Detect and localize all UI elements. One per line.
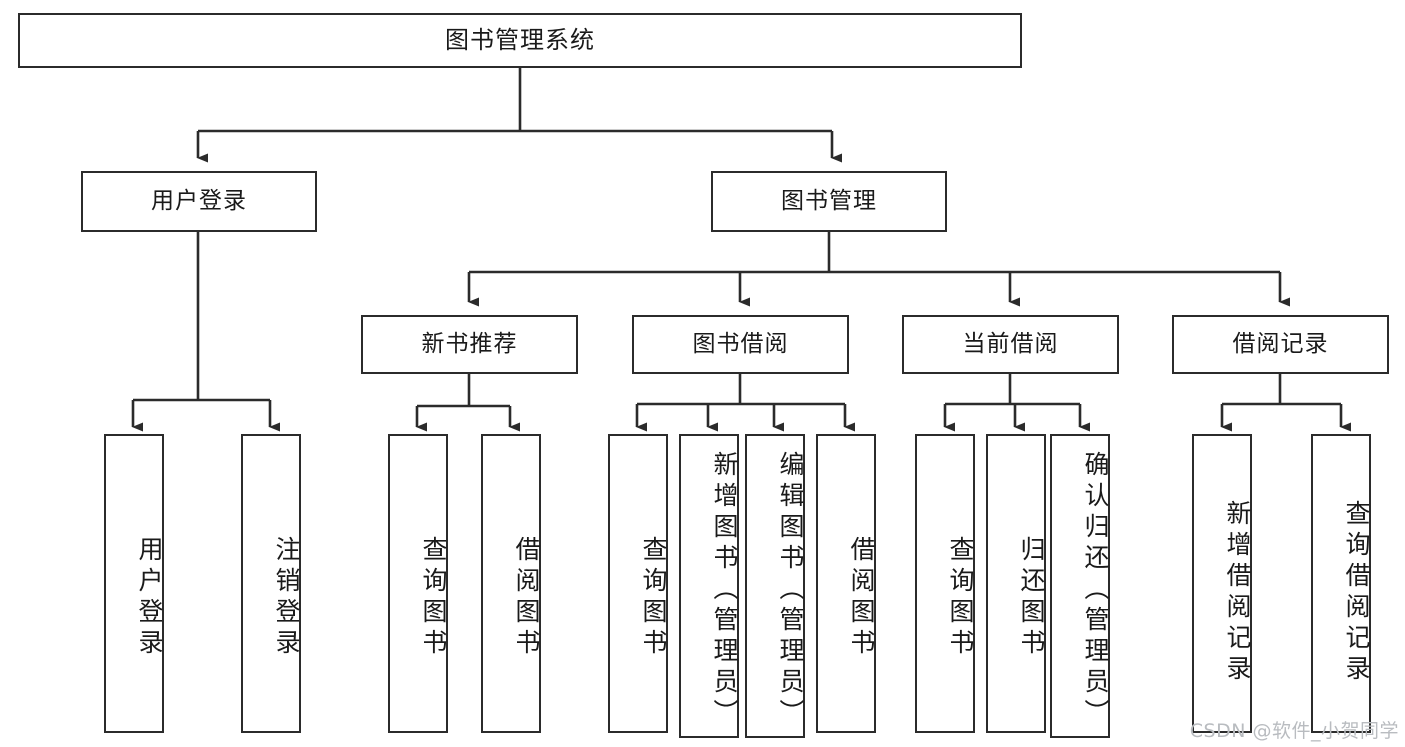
node-leaf-query-book-3[interactable]: 查询图书 [915, 434, 975, 733]
node-leaf-add-record[interactable]: 新增借阅记录 [1192, 434, 1252, 733]
node-label: 当前借阅 [962, 330, 1059, 357]
node-label: 借阅图书 [512, 535, 541, 660]
node-root-book-management-system[interactable]: 图书管理系统 [18, 13, 1022, 68]
node-leaf-query-record[interactable]: 查询借阅记录 [1311, 434, 1371, 733]
node-label: 图书管理系统 [445, 26, 595, 55]
node-label: 借阅记录 [1232, 330, 1329, 357]
node-label: 确认归还（管理员） [1081, 450, 1110, 730]
node-label: 图书借阅 [692, 330, 789, 357]
node-label: 查询图书 [639, 535, 668, 660]
node-label: 新书推荐 [421, 330, 518, 357]
node-leaf-query-book-2[interactable]: 查询图书 [608, 434, 668, 733]
node-leaf-edit-book[interactable]: 编辑图书（管理员） [745, 434, 805, 738]
node-label: 查询借阅记录 [1342, 499, 1371, 686]
node-current-borrow[interactable]: 当前借阅 [902, 315, 1119, 374]
node-leaf-query-book-1[interactable]: 查询图书 [388, 434, 448, 733]
node-label: 归还图书 [1017, 535, 1046, 660]
node-label: 图书管理 [781, 187, 877, 214]
node-leaf-logout-login[interactable]: 注销登录 [241, 434, 301, 733]
node-book-management[interactable]: 图书管理 [711, 171, 947, 232]
node-leaf-user-login[interactable]: 用户登录 [104, 434, 164, 733]
node-label: 用户登录 [135, 535, 164, 660]
node-leaf-confirm-return[interactable]: 确认归还（管理员） [1050, 434, 1110, 738]
node-leaf-add-book[interactable]: 新增图书（管理员） [679, 434, 739, 738]
node-leaf-borrow-book-2[interactable]: 借阅图书 [816, 434, 876, 733]
node-user-login[interactable]: 用户登录 [81, 171, 317, 232]
node-label: 查询图书 [946, 535, 975, 660]
node-label: 查询图书 [419, 535, 448, 660]
node-label: 用户登录 [151, 187, 247, 214]
node-leaf-borrow-book-1[interactable]: 借阅图书 [481, 434, 541, 733]
node-label: 编辑图书（管理员） [776, 450, 805, 730]
csdn-watermark: CSDN @软件_小贺同学 [1189, 720, 1399, 742]
node-book-borrow[interactable]: 图书借阅 [632, 315, 849, 374]
node-leaf-return-book[interactable]: 归还图书 [986, 434, 1046, 733]
node-label: 借阅图书 [847, 535, 876, 660]
node-label: 新增借阅记录 [1223, 499, 1252, 686]
node-new-book-recommend[interactable]: 新书推荐 [361, 315, 578, 374]
node-label: 新增图书（管理员） [710, 450, 739, 730]
node-borrow-record[interactable]: 借阅记录 [1172, 315, 1389, 374]
node-label: 注销登录 [272, 535, 301, 660]
